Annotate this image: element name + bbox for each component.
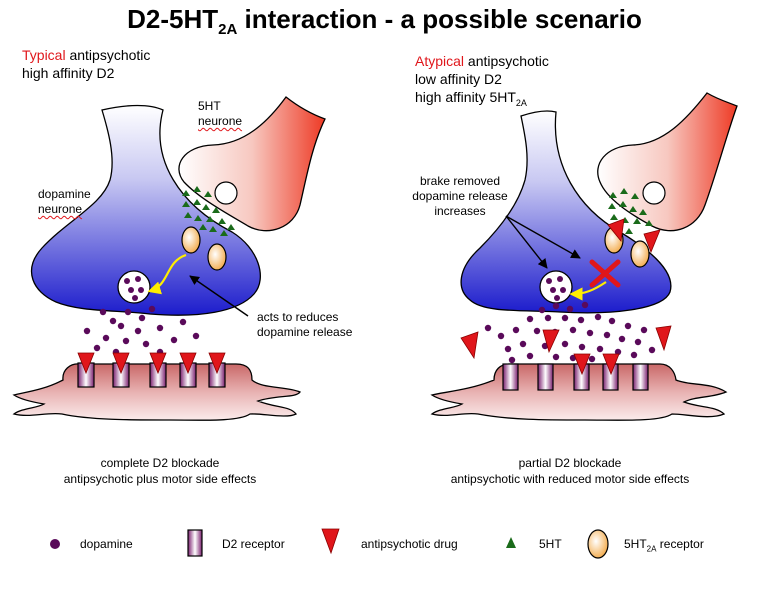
drug-on-5ht2a-right <box>607 218 661 254</box>
annotation-arrow-right-2 <box>505 215 581 259</box>
serotonin-right <box>608 188 653 234</box>
legend-drug-label: antipsychotic drug <box>361 537 458 551</box>
5ht-neurone-right <box>597 92 738 232</box>
legend-5ht2a-label: 5HT2A receptor <box>624 537 704 554</box>
legend-5ht-label: 5HT <box>539 537 562 551</box>
legend-dopamine-icon <box>50 539 60 549</box>
synaptic-dopamine-right <box>484 301 656 364</box>
d2-receptors-left <box>77 362 226 388</box>
5ht-vesicle-left <box>214 181 238 205</box>
caption-right: partial D2 blockade antipsychotic with r… <box>450 456 690 486</box>
5ht-vesicle-right <box>642 181 666 205</box>
inhibition-arrow-left <box>147 253 187 295</box>
5ht2a-receptor-left-2 <box>207 243 227 271</box>
free-drug-right <box>460 325 672 360</box>
legend-dopamine-label: dopamine <box>80 537 133 551</box>
5ht2a-receptor-right-2 <box>630 240 650 268</box>
page-title: D2-5HT2A interaction - a possible scenar… <box>127 4 642 39</box>
annotation-arrow-left <box>189 275 249 317</box>
atypical-label: Atypical <box>415 53 465 69</box>
legend-5ht2a-icon <box>587 529 609 559</box>
drug-left <box>77 352 226 375</box>
brake-removed-x <box>589 259 621 288</box>
right-heading: Atypical antipsychotic low affinity D2 h… <box>415 53 549 108</box>
label-dopamine-neurone-left: dopamine neurone <box>38 187 91 216</box>
inhibition-arrow-right <box>569 281 607 301</box>
vesicle-dopamine-left <box>124 276 144 301</box>
annotation-brake-removed: brake removed dopamine release increases <box>412 174 508 218</box>
d2-receptors-right <box>502 363 649 391</box>
legend-drug-icon <box>321 528 340 555</box>
dopamine-neurone-left <box>30 104 261 316</box>
serotonin-left <box>182 186 235 236</box>
typical-label: Typical <box>22 47 66 63</box>
annotation-reduce-release: acts to reduces dopamine release <box>257 310 353 339</box>
legend-5ht-icon <box>506 537 516 548</box>
label-5ht-neurone-left: 5HT neurone <box>198 99 243 128</box>
left-heading: Typical antipsychotic high affinity D2 <box>22 47 151 81</box>
legend-d2-receptor-icon <box>187 529 203 557</box>
legend-d2-receptor-label: D2 receptor <box>222 537 285 551</box>
caption-left: complete D2 blockade antipsychotic plus … <box>63 456 257 486</box>
synaptic-dopamine-left <box>83 305 200 356</box>
vesicle-dopamine-right <box>546 276 566 301</box>
annotation-arrow-right-1 <box>505 215 548 269</box>
drug-right <box>573 353 620 376</box>
5ht2a-receptor-left-1 <box>181 226 201 254</box>
